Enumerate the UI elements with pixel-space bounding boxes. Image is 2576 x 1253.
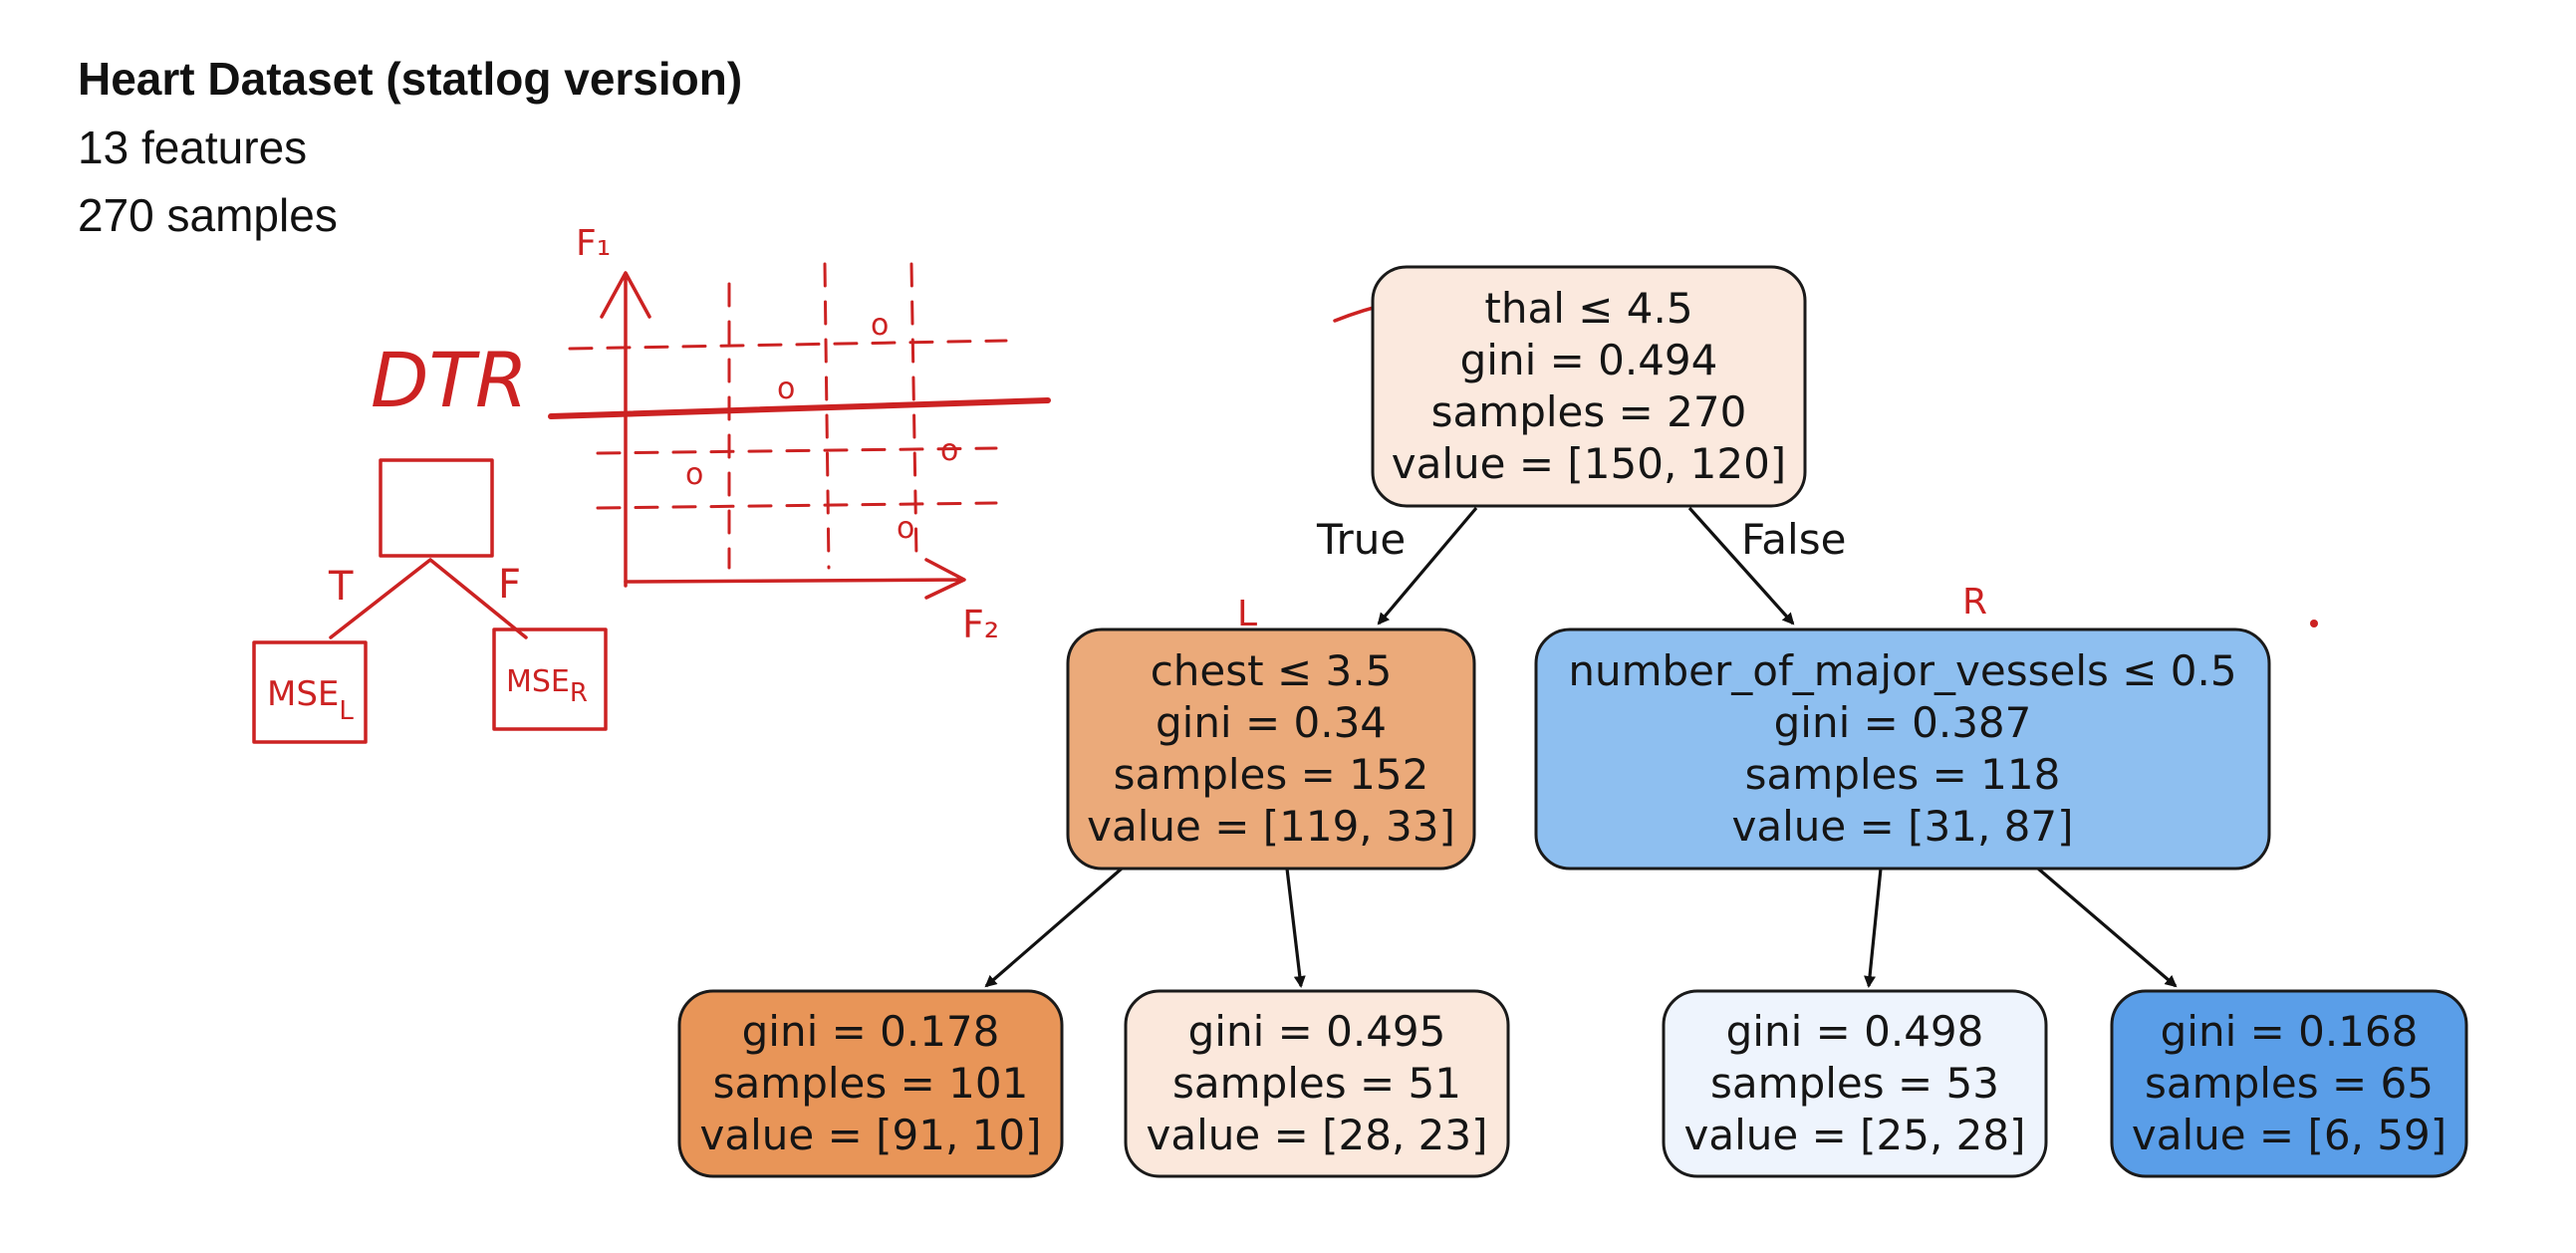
tree-edge-right-to-leaf-4 [2036, 867, 2178, 988]
tree-edge-left-to-leaf-1 [984, 867, 1124, 988]
node-box [1371, 265, 1807, 508]
right-branch-mark: R [1962, 582, 1987, 623]
slide-title: Heart Dataset (statlog version) [78, 53, 743, 105]
node-text-line: samples = 152 [1114, 750, 1429, 799]
node-text-line: value = [91, 10] [700, 1111, 1042, 1159]
node-text-line: thal ≤ 4.5 [1484, 284, 1692, 333]
node-text-line: value = [150, 120] [1392, 439, 1786, 488]
node-text-line: gini = 0.168 [2161, 1007, 2419, 1056]
tree-edges: True False [984, 506, 2178, 988]
axis-f2-label: F₂ [962, 603, 999, 646]
grid-vertical [727, 262, 918, 570]
mini-tree-root [379, 458, 494, 558]
node-text-line: number_of_major_vessels ≤ 0.5 [1568, 646, 2236, 695]
edge-arrow [1285, 868, 1306, 988]
mse-right-note: MSER [506, 664, 588, 708]
mse-left-note: MSEL [267, 674, 354, 726]
node-text-line: value = [31, 87] [1732, 802, 2074, 851]
feature-count: 13 features [78, 122, 308, 173]
f1-axis-arrow [600, 271, 651, 588]
point-mark: o [777, 372, 795, 406]
point-mark: o [940, 433, 958, 468]
tree-edge-left-to-leaf-2 [1285, 868, 1306, 988]
left-branch-mark: L [1237, 594, 1257, 634]
edge-label: True [1316, 515, 1406, 564]
handwritten-sketch: DTR F₁ F₂ o o o o o T F MSEL MSER L R [252, 223, 2318, 744]
node-text-line: gini = 0.34 [1156, 698, 1387, 747]
node-box [2110, 989, 2468, 1178]
mini-tree-branches [329, 558, 528, 639]
node-box [677, 989, 1064, 1178]
edge-arrow [2036, 867, 2178, 988]
point-mark: o [685, 457, 703, 492]
branch-t-label: T [328, 564, 354, 610]
slide-header: Heart Dataset (statlog version) 13 featu… [78, 44, 742, 249]
point-mark: o [897, 511, 914, 546]
axis-f1-label: F₁ [576, 223, 611, 264]
node-text-line: gini = 0.387 [1774, 698, 2032, 747]
node-text-line: gini = 0.494 [1460, 336, 1718, 384]
dtr-note: DTR [371, 336, 528, 424]
edge-arrow [1864, 868, 1883, 988]
node-text-line: gini = 0.495 [1188, 1007, 1446, 1056]
node-box [1662, 989, 2048, 1178]
mini-tree-leaf-right [492, 627, 608, 731]
node-text-line: samples = 118 [1745, 750, 2061, 799]
node-text-line: value = [25, 28] [1684, 1111, 2026, 1159]
ink-dot [2310, 620, 2318, 627]
grid-horizontal [568, 339, 1008, 510]
point-mark: o [871, 308, 889, 343]
node-text-line: gini = 0.178 [742, 1007, 1000, 1056]
node-box [1066, 627, 1476, 871]
sample-count: 270 samples [78, 189, 338, 241]
tree-edge-right-to-leaf-3 [1864, 868, 1883, 988]
tree-edge-root-to-right: False [1687, 506, 1846, 626]
node-text-line: samples = 65 [2145, 1059, 2434, 1108]
edge-arrow [984, 867, 1124, 988]
branch-f-label: F [498, 562, 521, 608]
node-text-line: value = [28, 23] [1147, 1111, 1488, 1159]
node-text-line: value = [6, 59] [2132, 1111, 2447, 1159]
node-box [1124, 989, 1510, 1178]
node-box [1534, 627, 2271, 871]
node-text-line: chest ≤ 3.5 [1151, 646, 1393, 695]
node-text-line: value = [119, 33] [1087, 802, 1455, 851]
node-text-line: samples = 51 [1172, 1059, 1461, 1108]
node-text-line: gini = 0.498 [1726, 1007, 1984, 1056]
node-text-line: samples = 270 [1431, 387, 1747, 436]
edge-label: False [1741, 515, 1846, 564]
split-line [548, 397, 1051, 419]
mini-tree-leaf-left [252, 640, 368, 744]
node-text-line: samples = 101 [713, 1059, 1029, 1108]
node-text-line: samples = 53 [1710, 1059, 1999, 1108]
edge-arrow [1687, 506, 1795, 626]
tree-edge-root-to-left: True [1316, 506, 1478, 626]
f2-axis-arrow [624, 558, 966, 600]
edge-arrow [1377, 506, 1478, 626]
